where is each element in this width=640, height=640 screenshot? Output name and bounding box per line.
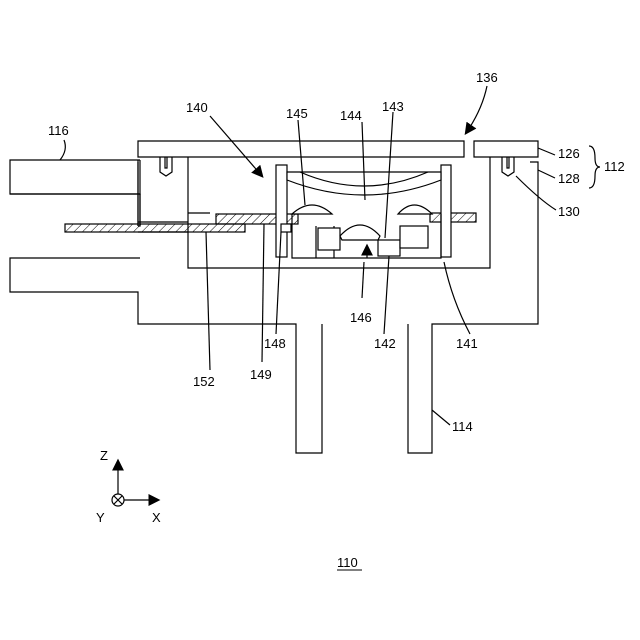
hook-right [502,157,514,176]
label-126: 126 [558,146,580,161]
label-128: 128 [558,171,580,186]
label-141: 141 [456,336,478,351]
label-140: 140 [186,100,208,115]
axis-label-z: Z [100,448,108,463]
label-112: 112 [604,159,625,174]
axis-label-y: Y [96,510,105,525]
label-136: 136 [476,70,498,85]
figure-number: 110 [337,555,358,570]
label-148: 148 [264,336,286,351]
cover-plate-right [474,141,538,157]
label-130: 130 [558,204,580,219]
bump-right [398,205,432,214]
lead-plate-152 [65,224,245,232]
label-143: 143 [382,99,404,114]
label-145: 145 [286,106,308,121]
label-144: 144 [340,108,362,123]
pad-142 [378,240,400,256]
post-left [276,165,287,257]
pad-right-top [400,226,428,248]
pad-left [318,228,340,250]
lead-plate-right [430,213,476,222]
post-right [441,165,451,257]
bump-left [292,205,332,214]
label-142: 142 [374,336,396,351]
dome-146 [340,225,380,240]
block-148 [281,224,291,232]
hook-left [160,157,172,176]
label-146: 146 [350,310,372,325]
label-152: 152 [193,374,215,389]
housing-body [10,160,538,453]
label-149: 149 [250,367,272,382]
axis-label-x: X [152,510,161,525]
label-114: 114 [452,419,473,434]
label-116: 116 [48,123,69,138]
